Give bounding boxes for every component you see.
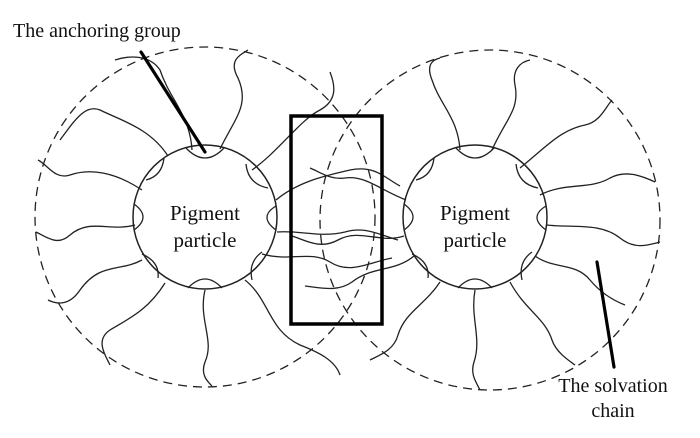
right-pigment-particle: [402, 144, 548, 290]
right-solvation-chains: [291, 57, 661, 391]
left-pigment-particle: [132, 144, 278, 290]
overlap-region-box: [289, 114, 384, 326]
right-particle-label-line2: particle: [444, 228, 507, 252]
right-stabilization-shell: [319, 49, 661, 391]
left-solvation-chains: [35, 49, 401, 387]
left-particle-label-line1: Pigment: [170, 201, 240, 225]
solvation-chain-leader-line: [595, 260, 616, 369]
left-stabilization-shell: [34, 46, 376, 388]
left-particle-label-line2: particle: [174, 228, 237, 252]
left-anchoring-groups: [133, 147, 277, 289]
solvation-chain-label-line2: chain: [591, 400, 634, 422]
anchoring-group-label: The anchoring group: [13, 20, 181, 42]
anchoring-group-leader-line: [139, 50, 207, 154]
right-anchoring-groups: [403, 147, 547, 289]
solvation-chain-label-line1: The solvation: [558, 375, 667, 397]
right-particle-label-line1: Pigment: [440, 201, 510, 225]
